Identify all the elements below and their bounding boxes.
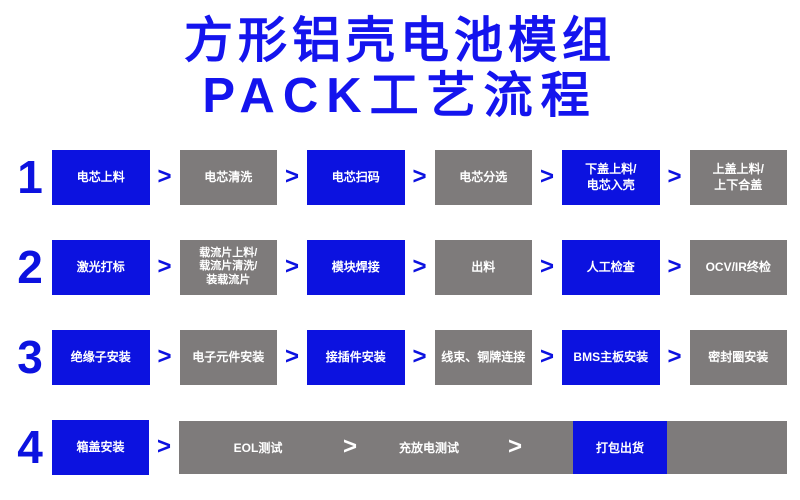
process-step-box: OCV/IR终检 <box>689 239 787 295</box>
process-step-box: 上盖上料/ 上下合盖 <box>689 149 787 205</box>
flow-arrow-icon: > <box>667 343 682 371</box>
flow-arrow-icon: > <box>667 163 682 191</box>
process-step-box: 出料 <box>434 239 532 295</box>
process-step-box: 人工检查 <box>562 239 660 295</box>
flow-arrow-icon: > <box>539 253 554 281</box>
flow-arrow-icon: > <box>412 163 427 191</box>
row-number: 4 <box>17 421 43 474</box>
flow-arrow-icon: > <box>284 343 299 371</box>
flow-arrow-icon: > <box>157 163 172 191</box>
row-number: 3 <box>17 331 43 384</box>
process-step-box: 接插件安装 <box>307 329 405 385</box>
bar-step-label: 充放电测试 <box>398 440 459 455</box>
process-step-box: BMS主板安装 <box>562 329 660 385</box>
chevron-icon: > <box>342 433 357 461</box>
title-line-1: 方形铝壳电池模组 <box>183 14 616 68</box>
process-bar: EOL测试 > 充放电测试 > 打包出货 <box>179 420 787 474</box>
flow-arrow-icon: > <box>412 343 427 371</box>
flow-arrow-icon: > <box>667 253 682 281</box>
flow-arrow-icon: > <box>539 343 554 371</box>
process-step-box: 密封圈安装 <box>689 329 787 385</box>
flow-arrow-icon: > <box>157 343 172 371</box>
process-step-box: 电芯上料 <box>52 149 150 205</box>
bar-step-label: EOL测试 <box>233 440 283 455</box>
flow-arrow-icon: > <box>412 253 427 281</box>
process-step-box: 激光打标 <box>52 239 150 295</box>
title-line-2: PACK工艺流程 <box>202 68 598 123</box>
process-step-box: 电芯分选 <box>434 149 532 205</box>
process-step-box: 绝缘子安装 <box>52 329 150 385</box>
process-step-box: 下盖上料/ 电芯入壳 <box>562 149 660 205</box>
flow-arrow-icon: > <box>284 253 299 281</box>
process-step-box: 电芯扫码 <box>307 149 405 205</box>
flow-arrow-icon: > <box>157 253 172 281</box>
process-step-box: 电子元件安装 <box>179 329 277 385</box>
row-number: 1 <box>17 151 43 204</box>
process-step-box: 线束、铜牌连接 <box>434 329 532 385</box>
flow-arrow-icon: > <box>284 163 299 191</box>
process-step-box: 载流片上料/ 载流片清洗/ 装载流片 <box>179 239 277 295</box>
chevron-icon: > <box>507 433 522 461</box>
process-step-box: 箱盖安装 <box>52 419 149 475</box>
row-number: 2 <box>17 241 43 294</box>
process-step-box: 打包出货 <box>573 420 667 474</box>
flow-arrow-icon: > <box>539 163 554 191</box>
process-step-box: 模块焊接 <box>307 239 405 295</box>
process-step-box: 电芯清洗 <box>179 149 277 205</box>
flow-arrow-icon: > <box>156 433 171 461</box>
page-title: 方形铝壳电池模组 PACK工艺流程 <box>0 0 800 124</box>
